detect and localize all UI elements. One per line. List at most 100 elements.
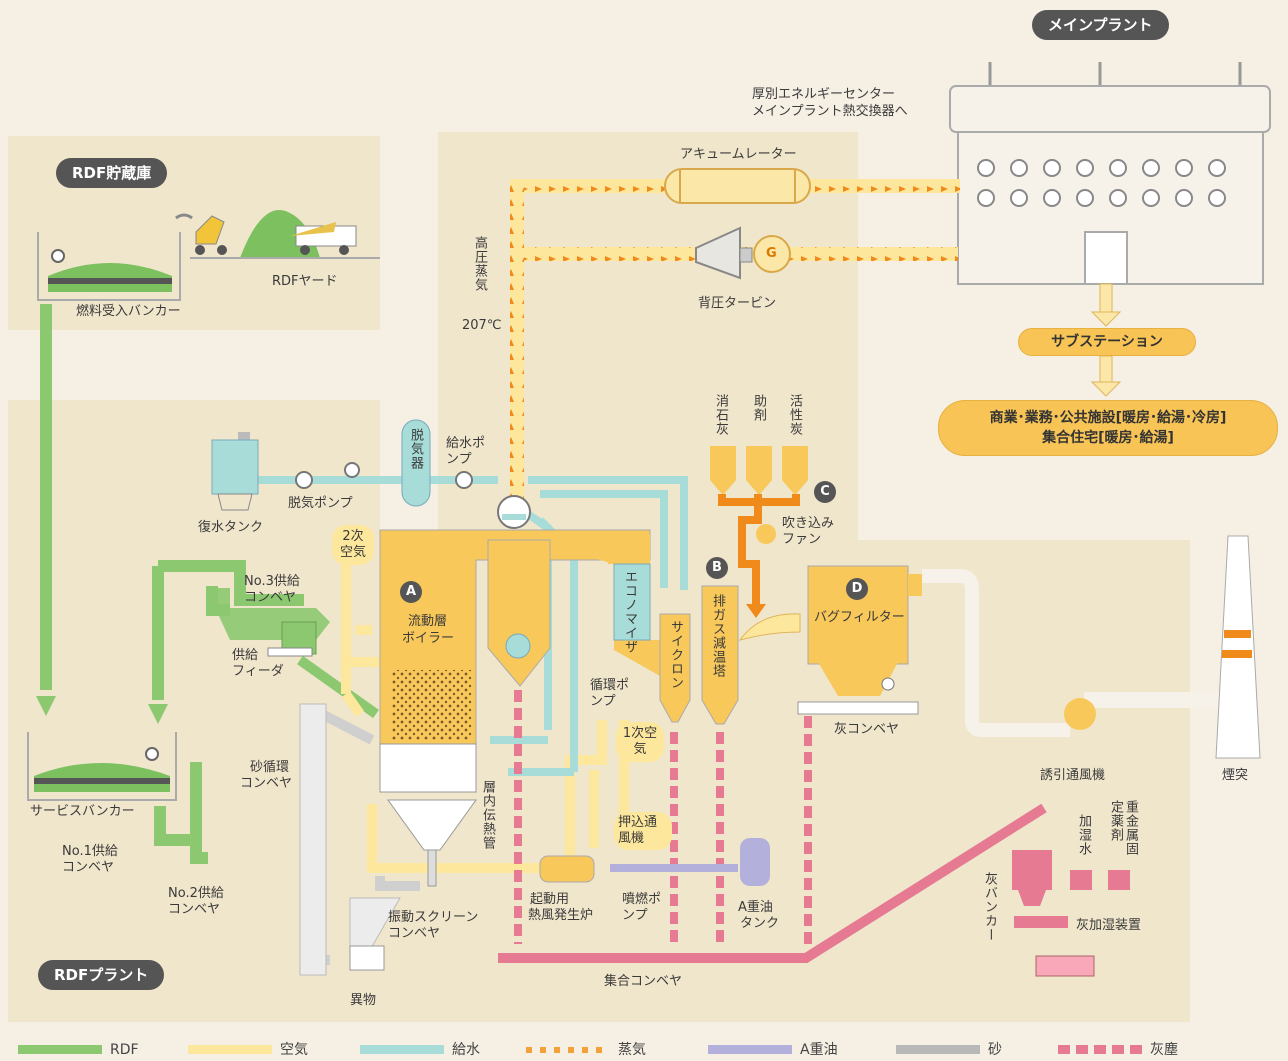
screen-conveyor-label-line1: 振動スクリーン — [388, 910, 479, 925]
boiler-shape — [379, 495, 651, 887]
turbine-label: 背圧タービン — [698, 296, 777, 311]
heat-exchanger-tube — [1043, 189, 1061, 207]
rdf-plant-title: RDFプラント — [38, 960, 165, 990]
steam-temp-label: 207℃ — [462, 318, 502, 333]
feeder-label-line2: フィーダ — [232, 664, 284, 679]
heat-exchanger-tube — [1208, 189, 1226, 207]
no2-conveyor-label-line2: コンベヤ — [168, 902, 221, 917]
rdf-storage-title: RDF貯蔵庫 — [56, 158, 168, 188]
reagent-line — [718, 494, 800, 606]
main-plant-title: メインプラント — [1032, 10, 1169, 40]
gas-duct — [550, 546, 660, 676]
induced-fan-label: 誘引通風機 — [1040, 768, 1106, 783]
forced-fan-label: 押込通風機 — [614, 812, 672, 850]
high-pressure-steam-label: 高圧蒸気 — [472, 236, 487, 292]
heat-exchanger-tube — [1175, 159, 1193, 177]
heat-exchanger-tube — [1109, 189, 1127, 207]
power-flow-arrows — [1090, 283, 1122, 397]
induced-fan-shape — [1064, 698, 1096, 730]
steam-line-riser — [510, 179, 524, 509]
consumers-line2: 集合住宅[暖房･給湯] — [1042, 430, 1174, 446]
legend-swatch — [188, 1045, 272, 1054]
slaked-lime-label: 消石灰 — [713, 394, 728, 436]
sand-shaft — [299, 703, 327, 976]
generator-label: G — [766, 246, 777, 261]
legend-swatch — [360, 1045, 444, 1054]
legend-label: 給水 — [452, 1042, 480, 1058]
heat-exchanger-tube — [1109, 159, 1127, 177]
ash-conveyor-label: 灰コンベヤ — [834, 722, 900, 737]
consumers-pill: 商業･業務･公共施設[暖房･給湯･冷房] 集合住宅[暖房･給湯] — [938, 400, 1278, 456]
burner-pump-label: 噴燃ポンプ — [622, 892, 662, 923]
no3-conveyor-shape — [206, 588, 330, 657]
heat-exchanger-tube — [1076, 189, 1094, 207]
heat-exchanger-tube — [1076, 159, 1094, 177]
foreign-matter-bin — [349, 945, 385, 971]
rdf-arrow-down — [36, 696, 56, 716]
legend-label: 砂 — [988, 1042, 1002, 1058]
in-bed-tube-label: 層内伝熱管 — [480, 780, 495, 850]
no2-conveyor-label-line1: No.2供給 — [168, 886, 224, 901]
rdf-flow-lines — [40, 304, 304, 864]
condensate-tank-label: 復水タンク — [198, 520, 264, 535]
heat-exchanger-tubes — [977, 159, 1226, 207]
deaerator-shape — [401, 419, 431, 507]
feed-pump-shape — [455, 471, 473, 489]
bag-filter-label: バグフィルター — [814, 610, 905, 625]
collection-conveyor-shape — [498, 803, 1047, 963]
no1-conveyor-label-line1: No.1供給 — [62, 844, 118, 859]
condensate-tank-shape — [211, 432, 259, 511]
service-bunker-shape — [27, 732, 177, 801]
foreign-matter-label: 異物 — [350, 993, 377, 1008]
deaerator-pump-label: 脱気ポンプ — [288, 496, 353, 511]
badge-c: C — [814, 481, 836, 503]
feed-pump-label: 給水ポンプ — [446, 436, 486, 467]
heat-exchanger-note-line1: 厚別エネルギーセンター — [752, 87, 896, 102]
oil-tank-label-line1: A重油 — [738, 900, 773, 915]
startup-furnace-shape — [539, 855, 595, 883]
chimney-shape — [1215, 535, 1261, 759]
turbine — [695, 226, 791, 280]
ash-bunker-label: 灰バンカー — [982, 872, 997, 942]
heat-exchanger-tube — [977, 159, 995, 177]
startup-furnace-label-line1: 起動用 — [530, 892, 570, 907]
heat-exchanger-tube — [1010, 159, 1028, 177]
badge-b: B — [706, 557, 728, 579]
reagent-arrow — [746, 604, 766, 618]
legend-label: A重油 — [800, 1042, 838, 1058]
rdf-chute — [297, 655, 379, 719]
legend-swatch — [708, 1045, 792, 1054]
secondary-air-label: 2次空気 — [332, 525, 374, 565]
heat-exchanger-tube — [977, 189, 995, 207]
rdf-arrow-down-2 — [148, 704, 168, 724]
boiler-label-line2: ボイラー — [402, 631, 455, 646]
accumulator-label: アキュームレーター — [680, 147, 797, 162]
legend-swatch — [1058, 1045, 1142, 1054]
humidifying-water-label: 加湿水 — [1076, 814, 1091, 856]
heat-exchanger-tube — [1010, 189, 1028, 207]
heat-exchanger-tube — [1142, 189, 1160, 207]
no3-conveyor-label-line1: No.3供給 — [244, 574, 300, 589]
activated-carbon-label: 活性炭 — [787, 394, 802, 436]
legend-swatch — [526, 1047, 610, 1053]
service-bunker-label: サービスバンカー — [30, 804, 135, 819]
boiler-label-line1: 流動層 — [408, 614, 448, 629]
ash-flow-lines — [514, 690, 812, 944]
additive-label: 助剤 — [751, 394, 766, 422]
heat-exchanger-tube — [1142, 159, 1160, 177]
circulation-pump-label: 循環ポンプ — [590, 678, 630, 709]
sand-conveyor-label-line2: コンベヤ — [240, 776, 293, 791]
no3-conveyor-label-line2: コンベヤ — [244, 590, 297, 605]
accumulator — [664, 168, 811, 204]
substation-pill: サブステーション — [1018, 328, 1196, 356]
legend-swatch — [18, 1045, 102, 1054]
fuel-bunker-label: 燃料受入バンカー — [76, 304, 181, 319]
legend-label: 灰塵 — [1150, 1042, 1178, 1058]
deaerator-pump-shape — [295, 471, 313, 489]
blower-fan-label: 吹き込みファン — [782, 516, 835, 547]
primary-air-label: 1次空気 — [616, 722, 664, 762]
cooling-tower-shape — [701, 585, 739, 725]
blower-fan-shape — [756, 524, 776, 544]
rdf-yard-label: RDFヤード — [272, 274, 338, 289]
